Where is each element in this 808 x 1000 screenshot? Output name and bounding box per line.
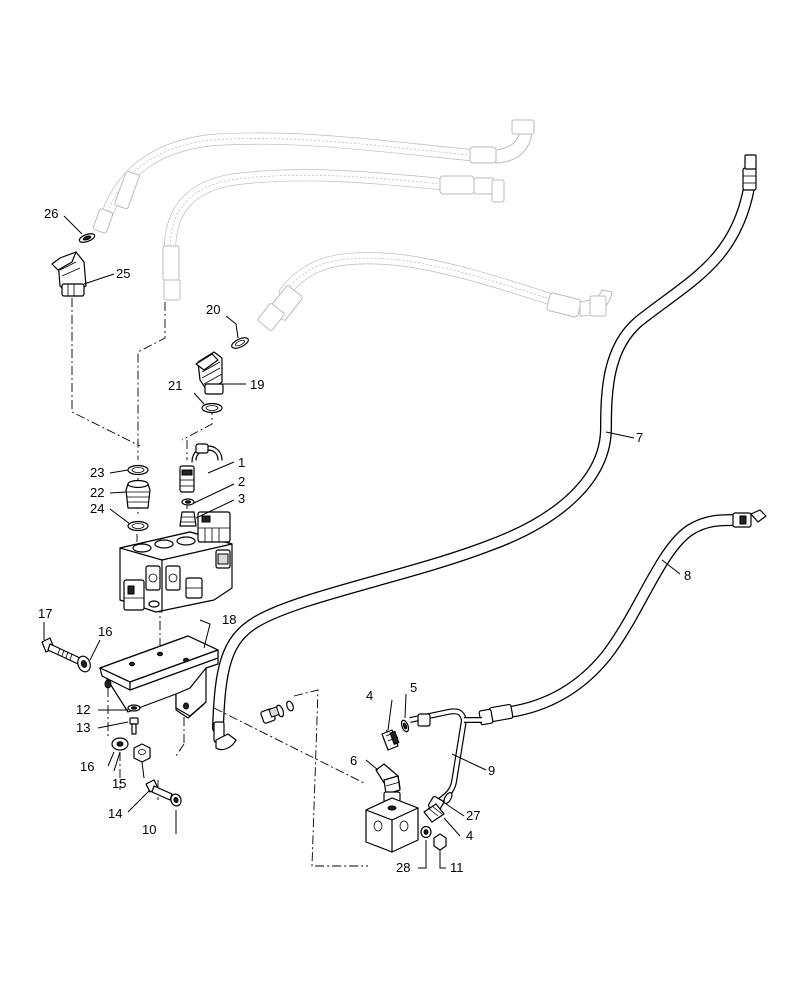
- callout-13: 13: [76, 720, 90, 735]
- part-23-o-ring: [127, 464, 149, 476]
- part-26-o-ring: [78, 233, 96, 243]
- hose-8: [478, 509, 767, 726]
- part-28-washer: [420, 825, 432, 839]
- callout-24: 24: [90, 501, 104, 516]
- callout-10: 10: [142, 822, 156, 837]
- callout-23: 23: [90, 465, 104, 480]
- part-22-adapter-fitting: [125, 479, 151, 509]
- part-14-bolt: [145, 779, 173, 801]
- part-5-o-ring: [400, 719, 410, 733]
- callout-9: 9: [488, 763, 495, 778]
- part-27-o-ring: [443, 791, 453, 805]
- callout-1: 1: [238, 455, 245, 470]
- callout-17: 17: [38, 606, 52, 621]
- callout-labels: 1 2 3 4 4 5 6 7 8 9 10 11 12 13 14 15 16…: [38, 206, 691, 875]
- valve-block: [365, 797, 419, 853]
- ghost-hoses: [92, 119, 613, 331]
- callout-5: 5: [410, 680, 417, 695]
- callout-22: 22: [90, 485, 104, 500]
- callout-8: 8: [684, 568, 691, 583]
- part-20-o-ring: [231, 337, 249, 349]
- callout-14: 14: [108, 806, 122, 821]
- part-6-elbow-fitting: [375, 763, 401, 803]
- hose-7: [212, 154, 757, 751]
- part-21-o-ring: [201, 402, 223, 414]
- callout-4-lower: 4: [466, 828, 473, 843]
- part-13-screw: [129, 717, 139, 735]
- callout-16-lower: 16: [80, 759, 94, 774]
- control-valve-body: [119, 511, 233, 613]
- callout-26: 26: [44, 206, 58, 221]
- part-4-adapter-upper: [381, 729, 400, 751]
- callout-7: 7: [636, 430, 643, 445]
- callout-4-upper: 4: [366, 688, 373, 703]
- part-19-elbow-fitting: [195, 351, 224, 395]
- part-10-washer: [170, 793, 182, 807]
- leader-lines: [43, 215, 681, 869]
- part-1-sensor: [179, 443, 223, 493]
- callout-28: 28: [396, 860, 410, 875]
- callout-12: 12: [76, 702, 90, 717]
- callout-19: 19: [250, 377, 264, 392]
- part-17-bolt: [41, 637, 81, 665]
- part-24-o-ring: [127, 520, 149, 532]
- assembly-center-lines: [71, 298, 418, 867]
- part-12-washer: [127, 704, 141, 712]
- part-2-washer: [181, 498, 195, 506]
- part-18-mounting-bracket: [99, 635, 219, 719]
- callout-11: 11: [450, 860, 464, 875]
- part-3-adapter: [179, 511, 197, 527]
- callout-3: 3: [238, 491, 245, 506]
- callout-6: 6: [350, 753, 357, 768]
- part-11-plug: [433, 833, 447, 851]
- hose-7-end-fittings: [260, 700, 294, 724]
- callout-18: 18: [222, 612, 236, 627]
- callout-2: 2: [238, 474, 245, 489]
- callout-20: 20: [206, 302, 220, 317]
- part-4-adapter-lower: [423, 803, 445, 823]
- part-16-washer-lower: [111, 737, 129, 751]
- callout-15: 15: [112, 776, 126, 791]
- callout-16-upper: 16: [98, 624, 112, 639]
- part-25-elbow-fitting: [51, 251, 87, 297]
- part-15-nut: [133, 743, 151, 763]
- callout-21: 21: [168, 378, 182, 393]
- callout-25: 25: [116, 266, 130, 281]
- callout-27: 27: [466, 808, 480, 823]
- part-16-washer-upper: [77, 655, 91, 673]
